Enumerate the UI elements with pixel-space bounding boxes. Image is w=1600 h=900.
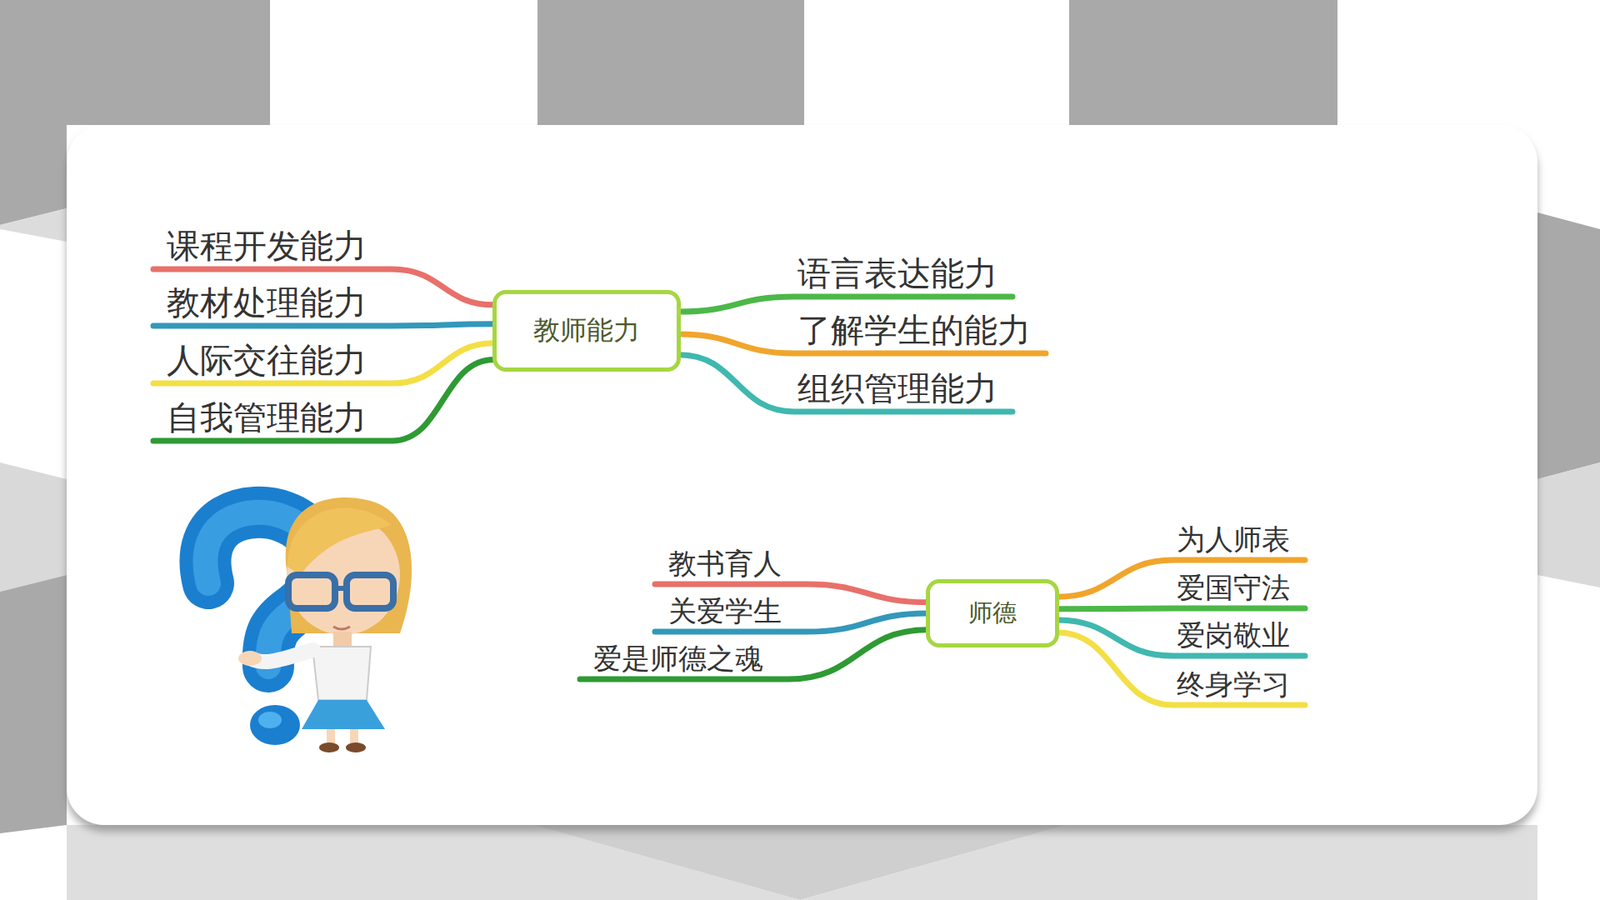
branch-text: 课程开发能力	[166, 226, 367, 265]
branch-line	[580, 630, 928, 680]
branch-line	[153, 324, 495, 326]
branch-text: 教材处理能力	[166, 283, 367, 322]
branch-topic: 关爱学生	[655, 595, 807, 630]
topic-text: 师德	[968, 596, 1017, 630]
branch-topic: 爱国守法	[1173, 571, 1305, 607]
branch-line	[679, 296, 1013, 312]
branch-text: 人际交往能力	[166, 340, 367, 380]
branch-topic: 教书育人	[655, 547, 807, 583]
branch-text: 组织管理能力	[797, 369, 998, 408]
branch-topic: 组织管理能力	[794, 369, 1013, 410]
branch-text: 终身学习	[1176, 668, 1290, 701]
branch-text: 教书育人	[668, 547, 782, 580]
branch-text: 爱是师德之魂	[593, 642, 764, 675]
branch-text: 为人师表	[1176, 523, 1290, 556]
branch-line	[679, 355, 1013, 412]
branch-topic: 终身学习	[1173, 668, 1305, 704]
branch-topic: 教材处理能力	[153, 283, 392, 325]
branch-topic: 爱是师德之魂	[580, 642, 789, 678]
branch-text: 爱岗敬业	[1176, 619, 1290, 652]
branch-topic: 了解学生的能力	[794, 310, 1046, 352]
branch-topic: 课程开发能力	[153, 226, 392, 268]
branch-line	[1057, 620, 1305, 656]
branch-topic: 人际交往能力	[153, 340, 392, 382]
branch-topic: 自我管理能力	[153, 398, 392, 440]
card	[66, 125, 1538, 825]
branch-text: 关爱学生	[668, 595, 782, 628]
teacher-illustration	[205, 497, 412, 753]
branch-topic: 爱岗敬业	[1173, 619, 1305, 655]
branch-text: 爱国守法	[1176, 571, 1290, 605]
branch-text: 了解学生的能力	[797, 310, 1031, 350]
topic-text: 教师能力	[533, 312, 640, 350]
central-topic: 师德	[925, 579, 1060, 648]
branch-text: 自我管理能力	[166, 398, 367, 437]
branch-line	[1057, 605, 1305, 613]
branch-text: 语言表达能力	[797, 254, 998, 293]
branch-topic: 为人师表	[1173, 523, 1305, 559]
central-topic: 教师能力	[492, 290, 681, 372]
branch-topic: 语言表达能力	[794, 254, 1013, 295]
